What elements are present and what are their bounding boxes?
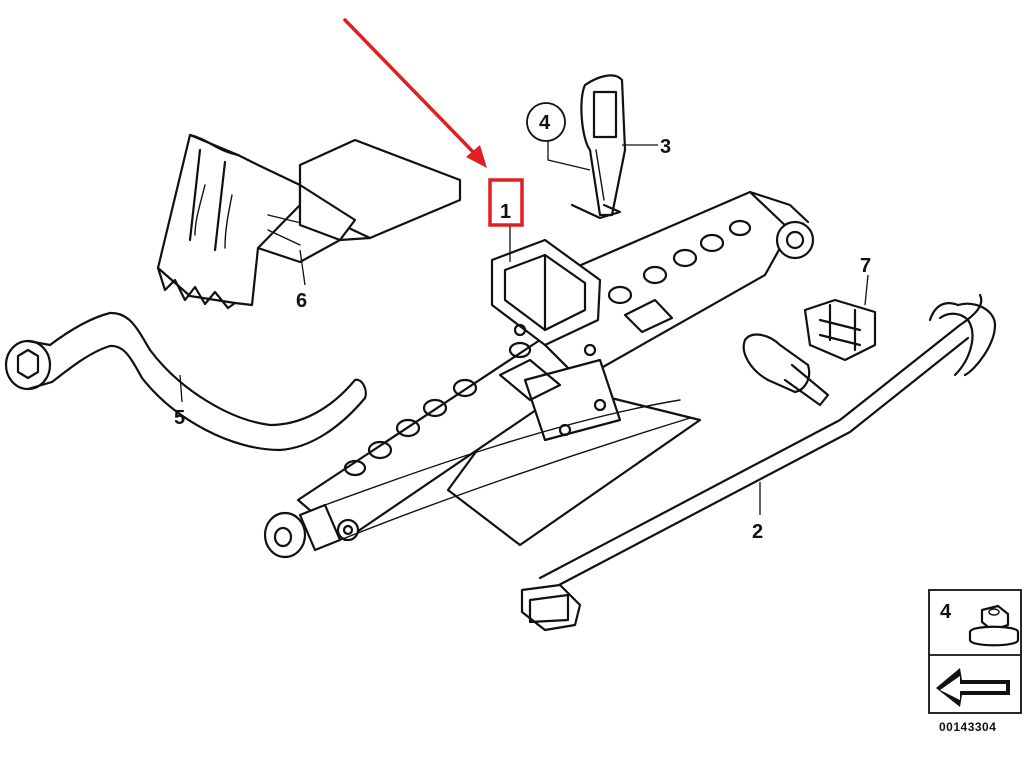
wheel-chock-drawing xyxy=(156,133,462,310)
jack-crank-drawing xyxy=(520,293,997,632)
handle-bracket-drawing xyxy=(570,74,627,220)
arrow-icon xyxy=(936,668,1010,707)
callout-4-circled: 4 xyxy=(526,102,566,142)
part-number: 00143304 xyxy=(939,720,996,734)
callout-7: 7 xyxy=(860,255,871,277)
legend-box: 4 00143304 xyxy=(928,589,1022,734)
clip-drawing xyxy=(803,298,877,362)
callout-4: 4 xyxy=(539,112,551,134)
callout-3: 3 xyxy=(660,136,671,158)
callout-5: 5 xyxy=(174,407,185,429)
legend-label: 4 xyxy=(940,601,952,623)
leader-lines xyxy=(179,140,869,515)
wheel-wrench-drawing xyxy=(4,311,367,452)
callout-1: 1 xyxy=(500,201,511,223)
red-arrow xyxy=(343,18,487,168)
nut-icon xyxy=(968,604,1020,647)
scissor-jack-drawing xyxy=(263,190,815,559)
highlight-box xyxy=(488,178,524,227)
callout-6: 6 xyxy=(296,290,307,312)
callout-2: 2 xyxy=(752,521,763,543)
